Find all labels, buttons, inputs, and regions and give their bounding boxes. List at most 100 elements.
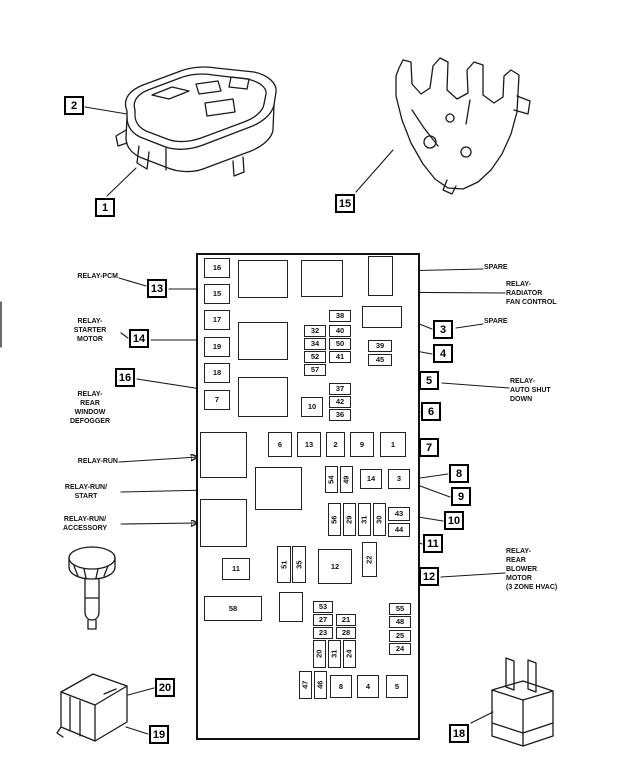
callout-19: 19: [149, 725, 169, 744]
side-label: RELAY- STARTER MOTOR: [73, 318, 107, 344]
fuse-cell: 12: [318, 549, 352, 584]
callout-16: 16: [115, 368, 135, 387]
callout-3: 3: [433, 320, 453, 339]
fuse-cell: 31: [328, 640, 341, 668]
fuse-cell-label: 30: [374, 515, 384, 524]
fuse-cell: 50: [329, 338, 351, 350]
relay-illustration: [56, 673, 128, 742]
fuse-cell-label: 52: [310, 352, 320, 362]
relay-slot: [368, 256, 393, 296]
fuse-cell: 10: [301, 397, 323, 417]
fuse-cell: 36: [329, 409, 351, 421]
callout-2: 2: [64, 96, 84, 115]
fuse-cell-label: 42: [335, 397, 345, 407]
callout-7: 7: [419, 438, 439, 457]
fuse-cell-label: 43: [394, 509, 404, 519]
side-label: RELAY- RADIATOR FAN CONTROL: [506, 281, 557, 307]
fuse-cell: 4: [357, 675, 379, 698]
fuse-cell-label: 53: [318, 602, 328, 612]
side-label: RELAY-RUN/ ACCESSORY: [62, 516, 108, 533]
side-label: RELAY-PCM: [77, 273, 118, 280]
fuse-cell-label: 28: [341, 628, 351, 638]
leader-line: [470, 711, 494, 724]
callout-1: 1: [95, 198, 115, 217]
fuse-cell: 51: [277, 546, 291, 583]
fuse-cell-label: 13: [304, 439, 314, 449]
relay-slot: [255, 467, 302, 510]
fuse-cell-label: 45: [375, 355, 385, 365]
fuse-cell: 25: [389, 630, 411, 642]
fuse-cell: 38: [329, 310, 351, 322]
fuse-cell-label: 40: [335, 326, 345, 336]
fuse-cell-label: 29: [344, 515, 354, 524]
fuse-cell: 45: [368, 354, 392, 366]
fuse-cell-label: 41: [335, 352, 345, 362]
leader-line: [118, 457, 198, 463]
fuse-cell-label: 17: [212, 315, 222, 325]
fuse-cell-label: 24: [395, 644, 405, 654]
power-distribution-center-illustration: [115, 66, 277, 177]
fuse-cell: 37: [329, 383, 351, 395]
fuse-cell: 19: [204, 337, 230, 357]
fuse-cell: 55: [389, 603, 411, 615]
fuse-cell-label: 22: [364, 555, 374, 564]
fuse-cell-label: 20: [314, 649, 324, 659]
side-label: SPARE: [484, 264, 508, 271]
fuse-cell: 5: [386, 675, 408, 698]
side-label: RELAY- REAR BLOWER MOTOR (3 ZONE HVAC): [506, 548, 558, 592]
callout-20: 20: [155, 678, 175, 697]
fuse-cell: 35: [292, 546, 306, 583]
fuse-cell-label: 24: [344, 649, 354, 659]
fuse-cell-label: 35: [294, 560, 304, 569]
fuse-cell: 9: [350, 432, 374, 457]
fuse-cell: 30: [373, 503, 386, 536]
fuse-cell-label: 8: [338, 681, 344, 691]
fuse-cell-label: 56: [329, 515, 339, 524]
fuse-cell: 2: [326, 432, 345, 457]
fuse-cell: 32: [304, 325, 326, 337]
relay-slot: [362, 306, 402, 328]
fuse-cell: 23: [313, 627, 333, 639]
fuse-cell-label: 50: [335, 339, 345, 349]
fuse-cell-label: 34: [310, 339, 320, 349]
leader-line: [441, 382, 510, 389]
fuse-cell: 24: [389, 643, 411, 655]
callout-4: 4: [433, 344, 453, 363]
fuse-cell: 49: [340, 466, 353, 493]
relay-slot: [238, 260, 288, 298]
fuse-cell: 29: [343, 503, 356, 536]
side-label: RELAY-RUN: [77, 458, 118, 465]
callout-5: 5: [419, 371, 439, 390]
fuse-cell: 53: [313, 601, 333, 613]
fuse-cell-label: 51: [279, 560, 289, 569]
callout-14: 14: [129, 329, 149, 348]
callout-12: 12: [419, 567, 439, 586]
fuse-cell: 46: [314, 671, 327, 699]
fuse-cell-label: 6: [277, 439, 283, 449]
fuse-cell-label: 2: [333, 439, 338, 449]
side-label: SPARE: [484, 318, 508, 325]
relay-slot: [238, 377, 288, 417]
fuse-cell: 56: [328, 503, 341, 536]
fuse-cell-label: 31: [329, 649, 339, 659]
fuse-cell: 8: [330, 675, 352, 698]
fuse-cell-label: 25: [395, 631, 405, 641]
side-label: RELAY- AUTO SHUT DOWN: [510, 378, 551, 404]
relay-slot: [200, 432, 247, 478]
fuse-cell-label: 58: [228, 603, 238, 613]
fuse-cell: 6: [268, 432, 292, 457]
fuse-cell-label: 9: [359, 439, 365, 449]
fuse-cell-label: 18: [212, 368, 222, 378]
relay-slot: [279, 592, 303, 622]
leader-line: [106, 167, 137, 197]
fuse-cell: 47: [299, 671, 312, 699]
fuse-cell-label: 10: [307, 402, 317, 412]
callout-9: 9: [451, 487, 471, 506]
fuse-cell: 17: [204, 310, 230, 330]
callout-10: 10: [444, 511, 464, 530]
fuse-cell: 54: [325, 466, 338, 493]
fuse-cell: 15: [204, 284, 230, 304]
callout-11: 11: [423, 534, 443, 553]
fuse-cell-label: 1: [390, 439, 396, 449]
